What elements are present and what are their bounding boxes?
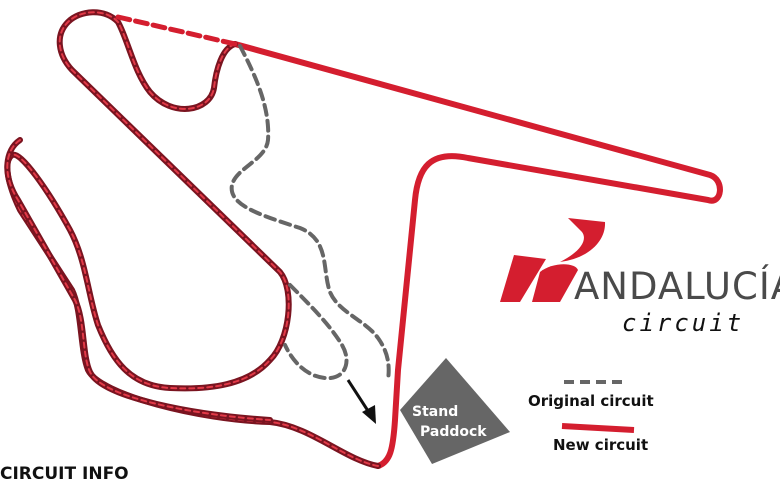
andalucia-logo-icon xyxy=(500,218,606,302)
shared-loop-dash xyxy=(6,11,379,467)
circuit-info-heading: CIRCUIT INFO xyxy=(0,464,129,484)
new-circuit-track xyxy=(4,9,723,469)
original-section-b xyxy=(283,283,349,381)
brand-name: ANDALUCÍA xyxy=(574,265,780,308)
shared-hairpin-dash xyxy=(6,139,271,421)
stand-paddock-building xyxy=(400,358,510,464)
original-section-a xyxy=(229,44,391,382)
legend-original-label: Original circuit xyxy=(528,392,654,410)
legend-new-label: New circuit xyxy=(553,436,649,454)
paddock-label-line2: Paddock xyxy=(420,424,487,440)
paddock-label-line1: Stand xyxy=(412,404,459,420)
new-section-solid xyxy=(232,41,723,469)
arrow-icon xyxy=(346,379,376,424)
shared-loop-outer xyxy=(4,9,381,469)
brand-subtitle: circuit xyxy=(622,309,745,337)
original-circuit-track xyxy=(229,44,391,382)
legend-new-swatch xyxy=(561,423,635,433)
new-link-dashed xyxy=(115,14,238,47)
